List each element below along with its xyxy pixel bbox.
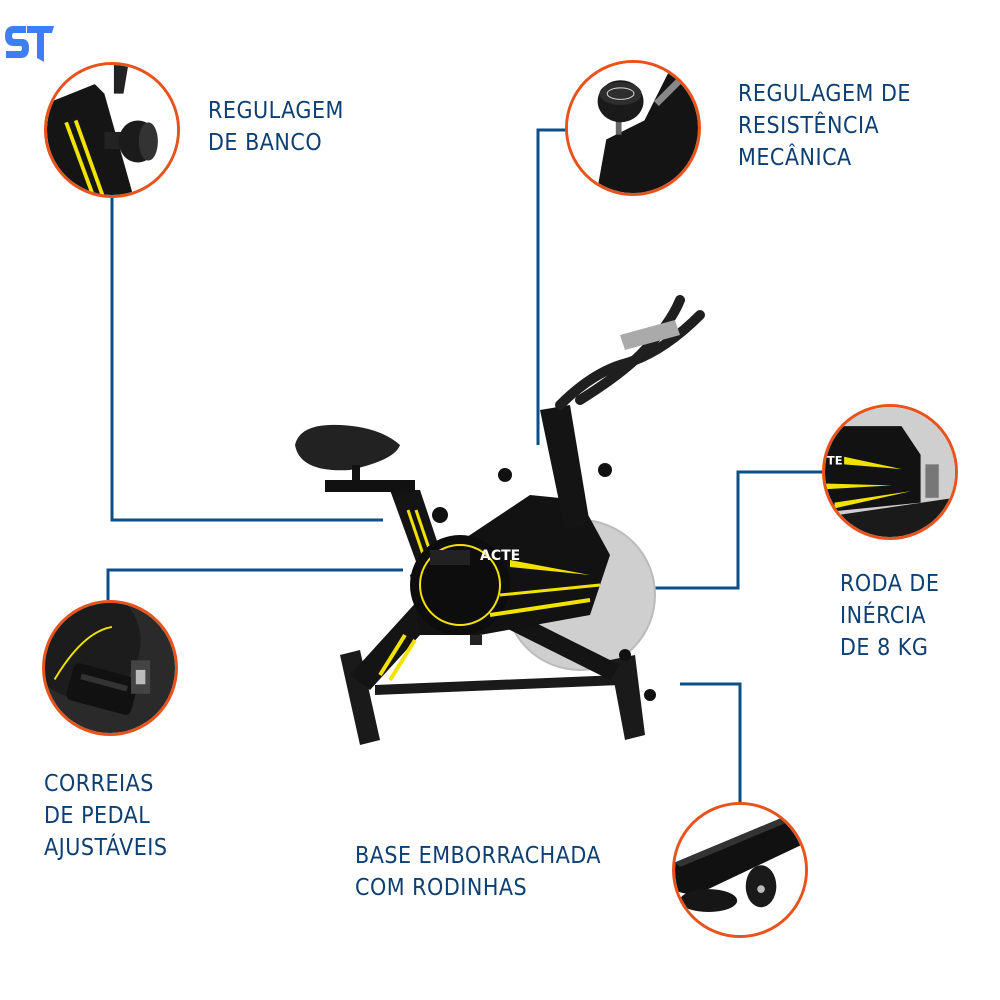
flywheel-detail-icon: TE (825, 407, 955, 537)
resistance-knob-icon (568, 63, 698, 193)
label-rubber-base: BASE EMBORRACHADA COM RODINHAS (355, 843, 602, 901)
callout-rubber-base (672, 802, 808, 938)
callout-resistance-adjustment (565, 60, 701, 196)
st-logo-icon (5, 26, 54, 62)
label-seat-adjustment: REGULAGEM DE BANCO (208, 98, 344, 156)
label-resistance-adjustment: REGULAGEM DE RESISTÊNCIA MECÂNICA (738, 81, 911, 171)
label-pedal-straps: CORREIAS DE PEDAL AJUSTÁVEIS (44, 771, 168, 861)
seat-knob-icon (47, 65, 177, 195)
wheel-base-icon (675, 805, 805, 935)
callout-pedal-straps (42, 600, 178, 736)
pedal-detail-icon (45, 603, 175, 733)
label-flywheel: RODA DE INÉRCIA DE 8 KG (840, 571, 940, 661)
callout-flywheel: TE (822, 404, 958, 540)
callout-seat-adjustment (44, 62, 180, 198)
spin-bike-image: ACTE (295, 295, 705, 745)
acte-brand-text: ACTE (480, 548, 520, 564)
svg-text:TE: TE (827, 453, 843, 467)
